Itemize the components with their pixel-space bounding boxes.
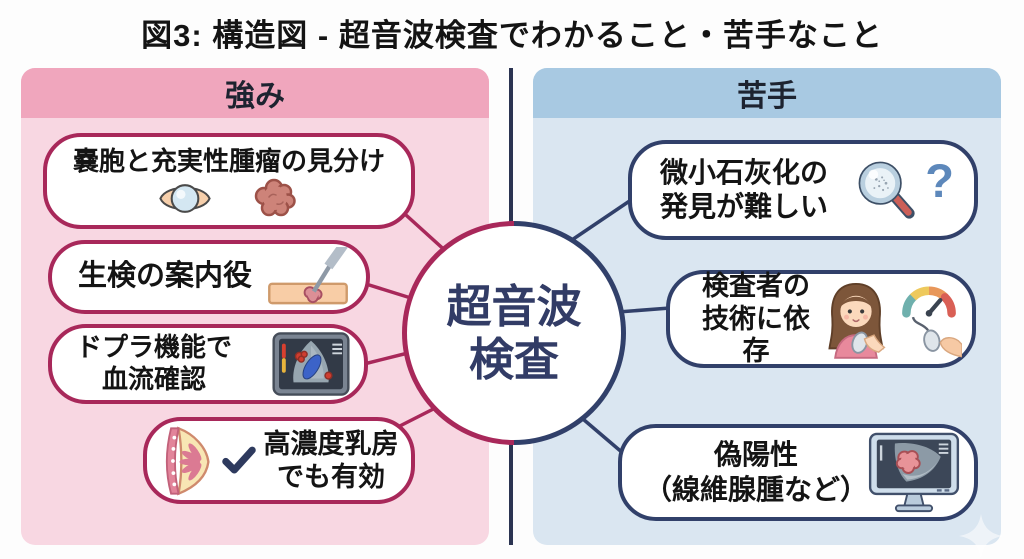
ultrasound-monitor-icon [868, 432, 960, 512]
weakness-bubble-microcalcification: 微小石灰化の 発見が難しい ? [628, 140, 978, 240]
examiner-icon [828, 282, 886, 359]
biopsy-needle-icon [268, 247, 348, 305]
solid-tumor-icon [254, 179, 296, 217]
strength-bubble-biopsy-guide: 生検の案内役 [48, 240, 370, 314]
bubble-label: 嚢胞と充実性腫瘤の見分け [72, 145, 385, 176]
weakness-bubble-false-positive: 偽陽性 （線維腺腫など） [618, 424, 978, 521]
doppler-ultrasound-icon [272, 332, 350, 396]
strength-bubble-cyst-vs-tumor: 嚢胞と充実性腫瘤の見分け [43, 133, 415, 229]
question-mark: ? [925, 154, 954, 207]
bubble-label: 生検の案内役 [78, 260, 253, 293]
dense-breast-icon [165, 426, 210, 496]
bubble-label: ドプラ機能で 血流確認 [76, 332, 233, 394]
weaknesses-header: 苦手 [533, 68, 1001, 118]
center-node: 超音波 検査 [402, 221, 626, 445]
strengths-header: 強み [21, 68, 489, 118]
sparkle-icon [959, 514, 1003, 558]
magnifier-icon [858, 161, 915, 219]
connector-weakness-2 [617, 306, 671, 314]
center-node-label: 超音波 検査 [446, 280, 582, 385]
bubble-label: 高濃度乳房 でも有効 [263, 428, 399, 492]
strength-bubble-dense-breast: 高濃度乳房 でも有効 [143, 417, 415, 504]
bubble-label: 偽陽性 （線維腺腫など） [644, 439, 869, 505]
strength-bubble-doppler: ドプラ機能で 血流確認 [48, 324, 368, 404]
weakness-bubble-examiner-skill: 検査者の 技術に依存 [666, 270, 976, 368]
bubble-label: 微小石灰化の 発見が難しい [660, 156, 829, 222]
page-title: 図3: 構造図 - 超音波検査でわかること・苦手なこと [141, 18, 883, 53]
connector-strength-2 [365, 282, 415, 301]
gauge-probe-icon [902, 286, 962, 358]
bubble-label: 検査者の 技術に依存 [702, 270, 810, 367]
checkmark-icon [221, 446, 256, 474]
cyst-icon [159, 184, 211, 213]
